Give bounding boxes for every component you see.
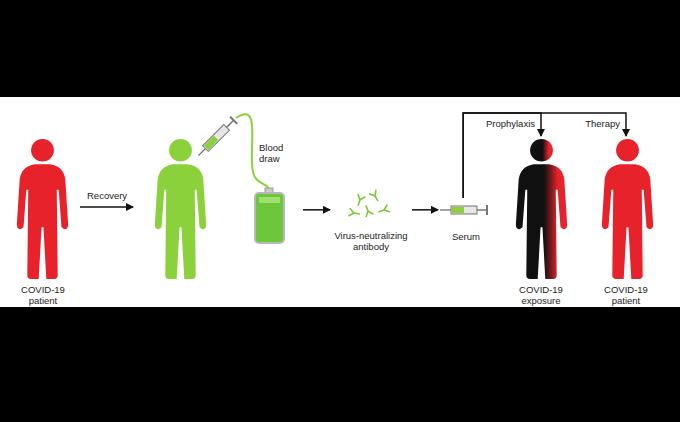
recovery-arrow: [80, 206, 133, 208]
node-caption: Blood draw: [259, 142, 303, 164]
node-caption: Virus-neutralizing antibody: [330, 230, 412, 252]
node-caption: COVID-19 exposure: [508, 284, 574, 306]
flow-arrow: [463, 113, 626, 198]
patient-node: COVID-19 patient: [596, 136, 656, 306]
exposure-node: COVID-19 exposure: [508, 136, 574, 306]
step-label: Recovery: [86, 190, 128, 201]
edge-label: Prophylaxis: [485, 118, 536, 129]
flow-arrow: [303, 209, 330, 211]
node-caption: Serum: [452, 231, 480, 242]
flow-arrow: [463, 113, 541, 198]
blood-bag: [255, 193, 284, 243]
node-caption: COVID-19 patient: [17, 284, 69, 306]
node-caption: COVID-19 patient: [596, 284, 656, 306]
serum-node: Serum: [438, 198, 494, 242]
antibody-icons: [348, 190, 390, 218]
bag-highlight: [259, 197, 280, 203]
blood-syringe: [195, 117, 237, 159]
serum-syringe: [440, 205, 487, 215]
exposure-figure: [516, 139, 567, 279]
blood-draw-node: Blood draw: [259, 142, 303, 248]
patient-node: COVID-19 patient: [17, 136, 69, 306]
recovered-figure: [155, 139, 206, 279]
antibody-node: Virus-neutralizing antibody: [330, 190, 412, 252]
patient-figure: [17, 139, 68, 279]
patient-figure: [602, 139, 653, 279]
white-band: [0, 97, 680, 307]
flow-arrow: [412, 209, 438, 211]
edge-label: Therapy: [584, 118, 621, 129]
